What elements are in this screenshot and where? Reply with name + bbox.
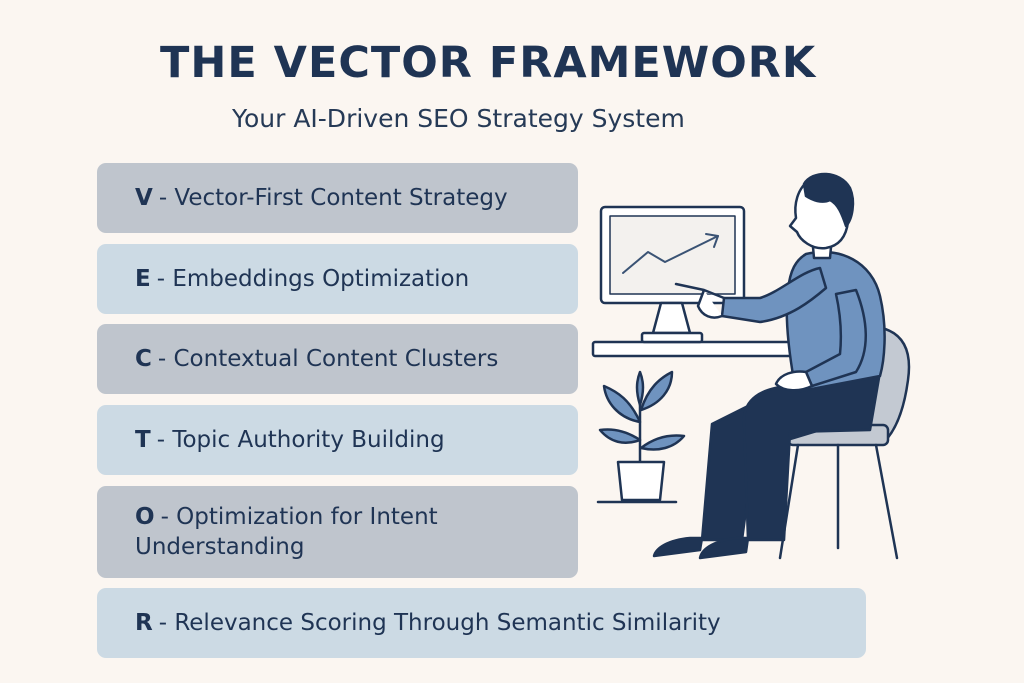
framework-item-r: R - Relevance Scoring Through Semantic S… (97, 588, 866, 658)
framework-item-text: - Contextual Content Clusters (157, 346, 499, 372)
framework-item-t: T - Topic Authority Building (97, 405, 578, 475)
page-title: THE VECTOR FRAMEWORK (160, 38, 817, 88)
person-at-computer-illustration (591, 172, 911, 560)
framework-item-text: - Embeddings Optimization (156, 266, 470, 292)
rising-chart-icon (622, 233, 719, 274)
framework-item-o: O- Optimization for Intent Understanding (97, 486, 578, 578)
framework-item-letter: T (135, 427, 151, 453)
desk-icon (591, 340, 795, 358)
plant-icon (596, 370, 686, 504)
framework-item-c: C - Contextual Content Clusters (97, 324, 578, 394)
person-icon (652, 172, 886, 560)
framework-item-v: V - Vector-First Content Strategy (97, 163, 578, 233)
framework-item-letter: O (135, 504, 155, 530)
framework-item-text: - Topic Authority Building (156, 427, 445, 453)
framework-item-letter: C (135, 346, 152, 372)
framework-item-letter: E (135, 266, 151, 292)
framework-item-text: - Relevance Scoring Through Semantic Sim… (158, 610, 721, 636)
monitor-icon (599, 205, 746, 344)
framework-item-letter: V (135, 185, 153, 211)
framework-item-text: - Vector-First Content Strategy (158, 185, 508, 211)
framework-item-letter: R (135, 610, 153, 636)
framework-item-wrap: O- Optimization for Intent Understanding (135, 502, 558, 562)
framework-item-e: E - Embeddings Optimization (97, 244, 578, 314)
framework-item-text: - Optimization for Intent Understanding (135, 504, 438, 560)
page-subtitle: Your AI-Driven SEO Strategy System (232, 104, 685, 133)
